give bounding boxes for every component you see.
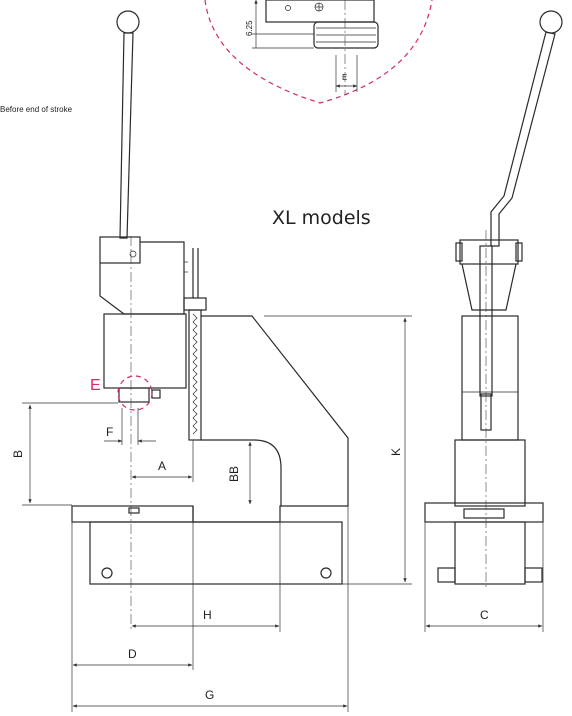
detail-marker-circle <box>117 375 153 411</box>
dimension-label-f: F <box>106 425 113 439</box>
gear-rack <box>188 309 202 441</box>
dimension-label-c: C <box>480 608 489 622</box>
front-column <box>461 315 519 441</box>
dimension-label-h: H <box>203 608 212 622</box>
detail-label-e: E <box>342 73 347 82</box>
detail-marker-label: E <box>90 377 101 394</box>
detail-dimension-label: 6.25 <box>245 20 254 36</box>
detail-hole-left <box>285 5 291 11</box>
press-frame <box>192 315 349 523</box>
lever-hub <box>99 236 141 264</box>
drawing-title: XL models <box>272 207 371 229</box>
front-head <box>459 239 519 265</box>
frame-throat <box>201 439 282 506</box>
lever-handle <box>119 32 134 239</box>
detail-circle-outline <box>204 0 433 104</box>
lever-knob <box>116 10 140 34</box>
press-ram <box>118 387 150 403</box>
mount-hole-left <box>101 567 113 579</box>
dimension-label-a: A <box>158 459 166 473</box>
dimension-label-bb: BB <box>227 466 241 482</box>
front-frame <box>454 439 526 507</box>
front-lever-handle <box>490 31 556 247</box>
stroke-note: Before end of stroke <box>0 105 73 114</box>
side-view: E B F A BB K H D G <box>11 10 412 712</box>
dimension-label-b: B <box>11 450 25 458</box>
press-column <box>103 313 187 389</box>
detail-view-e: 6.25 E <box>204 0 433 104</box>
stroke-stop-nut <box>183 297 207 311</box>
detail-tool-holder <box>313 21 379 49</box>
dimension-label-k: K <box>389 448 403 456</box>
press-base <box>89 521 343 585</box>
front-lever-knob <box>539 10 563 34</box>
dimension-label-g: G <box>205 688 214 702</box>
dimension-label-d: D <box>128 647 137 661</box>
front-base <box>454 521 526 585</box>
mount-hole-right <box>320 567 332 579</box>
press-head <box>99 241 185 315</box>
front-view: C <box>424 10 563 632</box>
